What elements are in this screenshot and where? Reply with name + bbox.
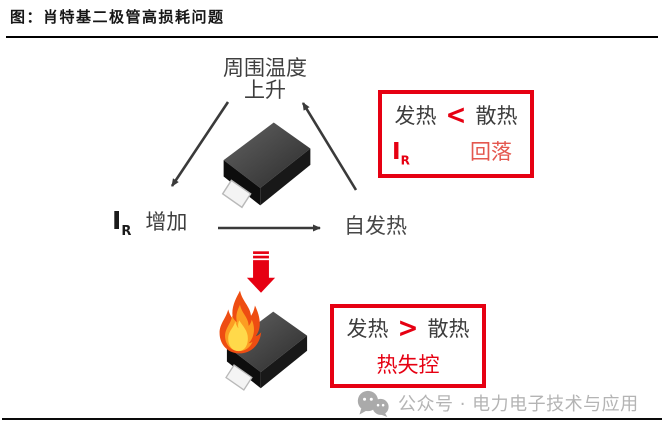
page-title: 图：肖特基二极管高损耗问题 — [10, 8, 225, 26]
recovery-ir-symbol: IR — [392, 139, 410, 168]
recovery-dissipation-text: 散热 — [475, 104, 518, 129]
recovery-result-text: 回落 — [470, 140, 512, 165]
greater-than-symbol: > — [397, 311, 419, 344]
watermark: 公众号 · 电力电子技术与应用 — [356, 390, 639, 417]
increase-text: 增加 — [145, 210, 188, 234]
ir-symbol: IR — [112, 206, 132, 239]
recovery-result-row: IR 回落 — [382, 136, 530, 168]
runaway-box: 发热 > 散热 热失控 — [330, 304, 486, 388]
flame-icon — [219, 290, 262, 354]
burning-diode-group — [208, 287, 326, 399]
recovery-comparison-row: 发热 < 散热 — [382, 100, 530, 130]
bottom-border-line — [2, 418, 662, 420]
runaway-heating-text: 发热 — [346, 317, 389, 342]
ambient-temp-line1: 周围温度 — [223, 56, 307, 80]
runaway-result-row: 热失控 — [334, 349, 482, 379]
less-than-symbol: < — [445, 98, 467, 131]
ir-increase-label: IR 增加 — [112, 206, 188, 239]
ambient-temp-label: 周围温度 上升 — [195, 57, 335, 101]
arrow-ir-to-selfheat-icon — [218, 224, 321, 232]
title-underline — [6, 36, 658, 38]
recovery-heating-text: 发热 — [394, 104, 437, 129]
watermark-text: 公众号 · 电力电子技术与应用 — [398, 394, 639, 415]
self-heating-label: 自发热 — [344, 214, 407, 238]
ambient-temp-line2: 上升 — [244, 78, 286, 102]
arrow-ambient-to-ir-icon — [170, 101, 230, 187]
diode-package-icon — [221, 121, 312, 209]
wechat-icon — [357, 390, 389, 417]
runaway-result-text: 热失控 — [376, 352, 440, 377]
arrow-selfheat-to-ambient-icon — [301, 102, 358, 191]
runaway-comparison-row: 发热 > 散热 — [334, 313, 482, 343]
red-down-arrow-icon — [246, 251, 276, 293]
recovery-box: 发热 < 散热 IR 回落 — [378, 90, 534, 178]
runaway-dissipation-text: 散热 — [427, 317, 470, 342]
